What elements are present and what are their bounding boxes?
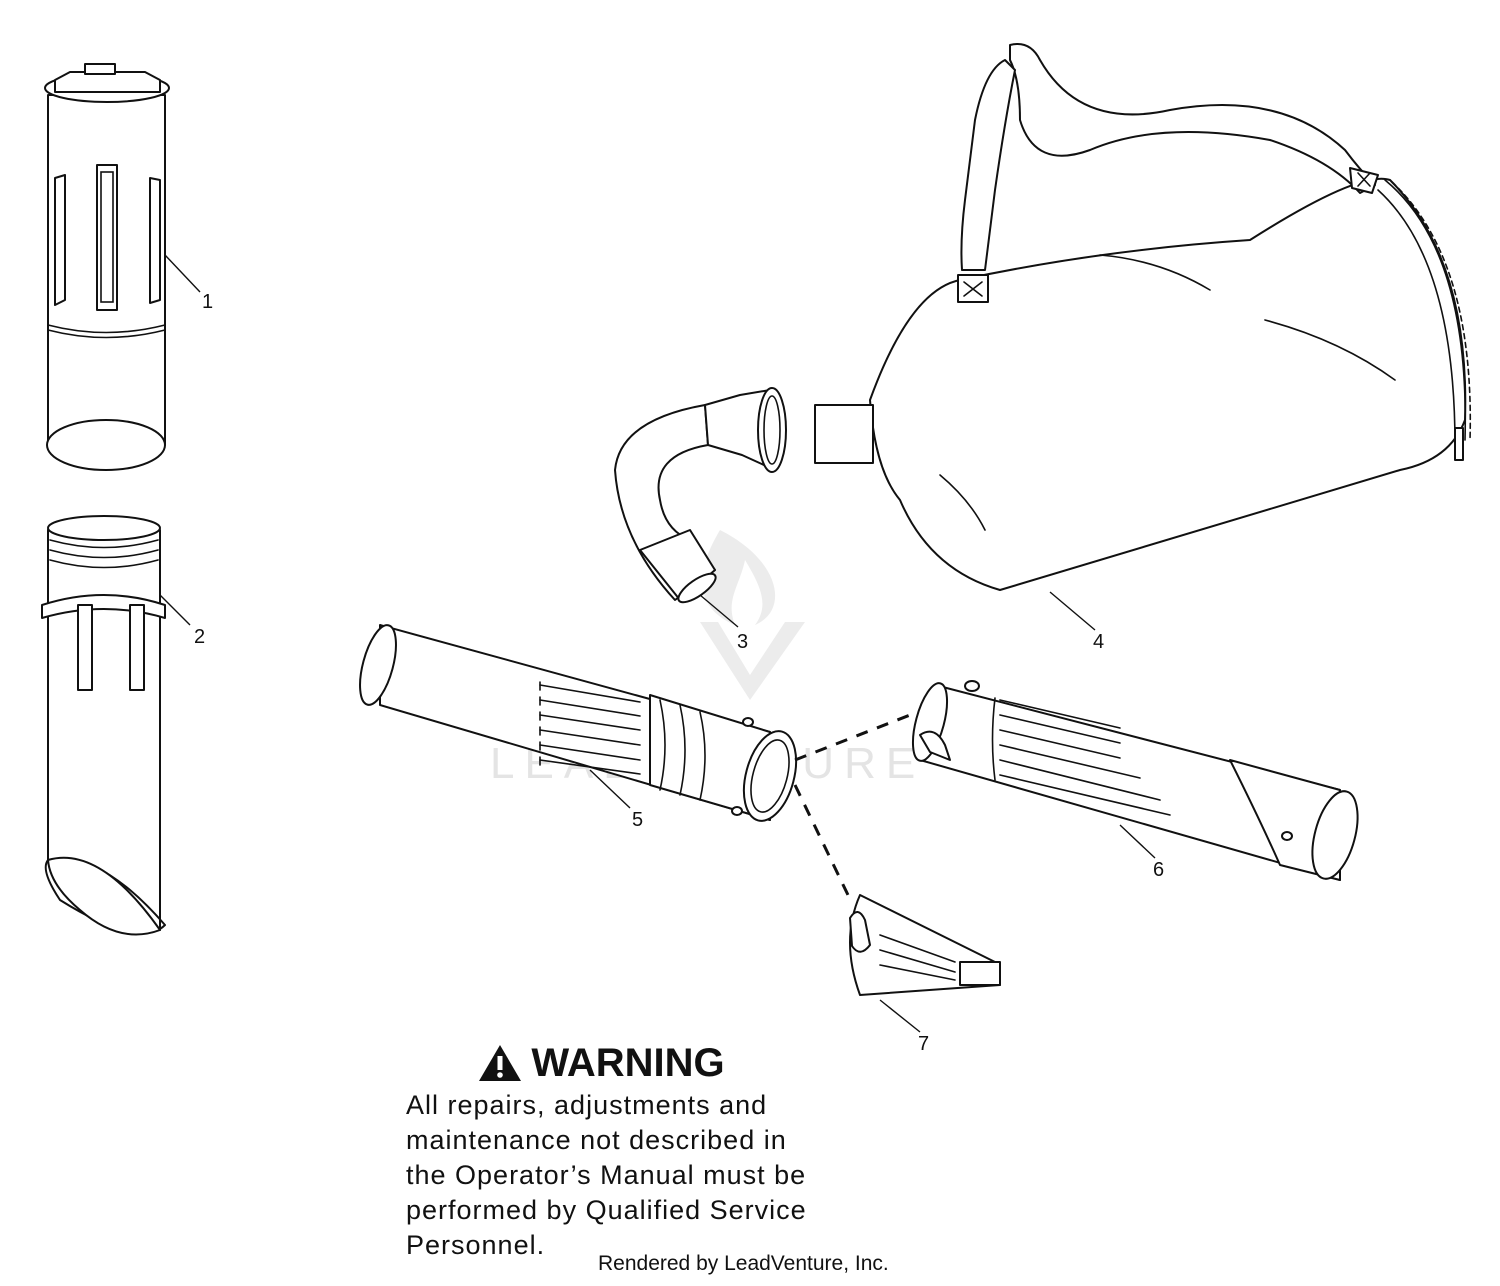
- callout-5: 5: [632, 809, 643, 831]
- callout-2: 2: [194, 626, 205, 648]
- warning-body-text: All repairs, adjustments and maintenance…: [406, 1090, 807, 1260]
- footer-credit: Rendered by LeadVenture, Inc.: [598, 1252, 889, 1275]
- warning-triangle-icon: [479, 1045, 522, 1081]
- part-7-nozzle: [849, 894, 1001, 996]
- callout-4: 4: [1093, 631, 1104, 653]
- callout-1: 1: [202, 291, 213, 313]
- part-3-elbow: [614, 387, 787, 604]
- callout-7: 7: [918, 1033, 929, 1055]
- warning-notice: WARNING All repairs, adjustments and mai…: [406, 1040, 876, 1263]
- warning-heading: WARNING: [406, 1040, 796, 1086]
- part-5-blower-tube: [359, 624, 798, 822]
- leader-lines: [159, 254, 1156, 1033]
- part-2-lower-tube: [41, 515, 166, 936]
- callout-3: 3: [737, 631, 748, 653]
- part-4-bag: [814, 43, 1472, 591]
- part-6-extension-tube: [911, 680, 1359, 881]
- callout-6: 6: [1153, 859, 1164, 881]
- part-1-upper-tube: [44, 63, 170, 471]
- warning-title-text: WARNING: [531, 1041, 725, 1085]
- callout-numbers: 1 2 3 4 5 6 7: [194, 291, 1164, 1055]
